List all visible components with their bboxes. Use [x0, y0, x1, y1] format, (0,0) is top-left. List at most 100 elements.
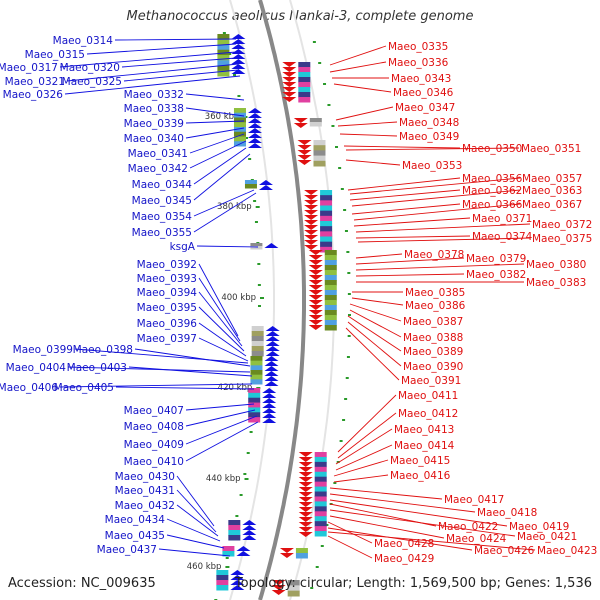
- forward-gene-label: Maeo_0344: [132, 179, 193, 191]
- reverse-gene-leader: [355, 257, 465, 265]
- feature-band: [250, 379, 263, 385]
- forward-arrow: [242, 535, 257, 540]
- feature-band: [228, 535, 241, 541]
- reverse-arrow: [271, 580, 286, 585]
- reverse-gene-leader: [327, 535, 373, 559]
- reverse-gene-arrows: [271, 580, 286, 595]
- backbone-line: [258, 0, 306, 600]
- reverse-gene-label: Maeo_0423: [537, 545, 597, 557]
- feature-band: [233, 117, 246, 123]
- forward-gene-label: Maeo_0431: [115, 485, 175, 497]
- reverse-arrow: [298, 462, 313, 467]
- forward-gene-label: Maeo_0408: [124, 421, 184, 433]
- reverse-arrow: [297, 140, 312, 145]
- reverse-gene-label: Maeo_0353: [402, 160, 462, 172]
- forward-arrow: [230, 570, 245, 575]
- reverse-arrow: [308, 260, 323, 265]
- reverse-gene-leader: [355, 263, 525, 271]
- reverse-gene-label: Maeo_0383: [526, 277, 586, 289]
- feature-band: [313, 155, 326, 162]
- reverse-gene-leader: [335, 428, 393, 465]
- feature-band: [320, 246, 333, 253]
- reverse-gene-leader: [339, 133, 398, 137]
- forward-arrow: [231, 49, 246, 54]
- feature-band: [313, 150, 326, 157]
- forward-gene-label: Maeo_0403: [67, 362, 127, 374]
- reverse-gene-label: Maeo_0379: [466, 253, 526, 265]
- reverse-gene-label: Maeo_0412: [398, 408, 458, 420]
- feature-band: [314, 471, 327, 478]
- forward-gene-label: Maeo_0397: [137, 333, 197, 345]
- forward-arrow: [264, 366, 279, 371]
- reverse-arrow: [282, 67, 297, 72]
- forward-gene-label: Maeo_0404: [6, 362, 67, 374]
- forward-gene-arrows: [264, 243, 279, 248]
- feature-band: [320, 231, 333, 237]
- forward-gene-label: Maeo_0407: [124, 405, 184, 417]
- reverse-arrow: [279, 548, 294, 553]
- forward-gene-label: Maeo_0317: [0, 62, 58, 74]
- forward-feature-block: [251, 326, 264, 357]
- forward-arrow: [247, 138, 262, 143]
- track-tick: [254, 221, 258, 223]
- forward-gene-leader: [193, 147, 247, 185]
- forward-gene-leader: [198, 337, 249, 362]
- feature-band: [320, 236, 333, 243]
- reverse-arrow: [282, 62, 297, 67]
- forward-gene-label: Maeo_0394: [137, 287, 198, 299]
- track-tick: [318, 62, 322, 64]
- feature-band: [233, 131, 246, 137]
- feature-band: [216, 580, 229, 586]
- reverse-arrow: [297, 150, 312, 155]
- feature-band: [324, 295, 337, 301]
- forward-gene-label: Maeo_0398: [73, 344, 133, 356]
- reverse-feature-block: [309, 118, 322, 127]
- feature-band: [324, 285, 337, 291]
- feature-band: [244, 180, 257, 185]
- forward-arrow: [247, 108, 262, 113]
- reverse-arrow: [308, 265, 323, 270]
- feature-band: [248, 392, 261, 399]
- feature-band: [324, 275, 337, 281]
- forward-feature-block: [233, 108, 246, 147]
- reverse-arrow: [304, 220, 319, 225]
- forward-gene-leader: [185, 415, 258, 445]
- reverse-gene-label: Maeo_0336: [388, 57, 449, 69]
- forward-gene-label: Maeo_0355: [132, 227, 192, 239]
- reverse-gene-leader: [355, 253, 403, 259]
- reverse-gene-label: Maeo_0424: [446, 533, 507, 545]
- feature-band: [324, 250, 337, 256]
- reverse-arrow: [304, 225, 319, 230]
- feature-band: [324, 315, 337, 321]
- reverse-gene-leader: [345, 147, 520, 151]
- track-tick: [245, 137, 249, 139]
- reverse-gene-leader: [337, 412, 397, 459]
- reverse-arrow: [298, 472, 313, 477]
- forward-gene-arrows: [230, 570, 245, 590]
- reverse-gene-leader: [327, 531, 536, 551]
- feature-band: [251, 351, 264, 357]
- forward-gene-leader: [66, 63, 239, 82]
- reverse-gene-leader: [355, 235, 471, 239]
- reverse-gene-label: Maeo_0346: [393, 87, 454, 99]
- feature-band: [251, 331, 264, 337]
- forward-gene-leader: [128, 366, 253, 377]
- forward-gene-leader: [121, 57, 237, 68]
- feature-band: [309, 122, 322, 127]
- feature-band: [233, 136, 246, 142]
- feature-band: [313, 145, 326, 151]
- feature-band: [217, 60, 230, 66]
- reverse-gene-leader: [347, 315, 402, 352]
- forward-gene-label: Maeo_0354: [132, 211, 193, 223]
- forward-gene-leader: [193, 153, 251, 201]
- feature-band: [324, 305, 337, 311]
- feature-band: [250, 365, 263, 371]
- forward-gene-arrows: [242, 520, 257, 540]
- reverse-arrow: [308, 295, 323, 300]
- feature-band: [248, 397, 261, 404]
- reverse-gene-label: Maeo_0386: [405, 300, 466, 312]
- reverse-arrow: [308, 310, 323, 315]
- feature-band: [216, 575, 229, 581]
- reverse-gene-leader: [329, 509, 516, 537]
- forward-gene-leader: [196, 245, 259, 248]
